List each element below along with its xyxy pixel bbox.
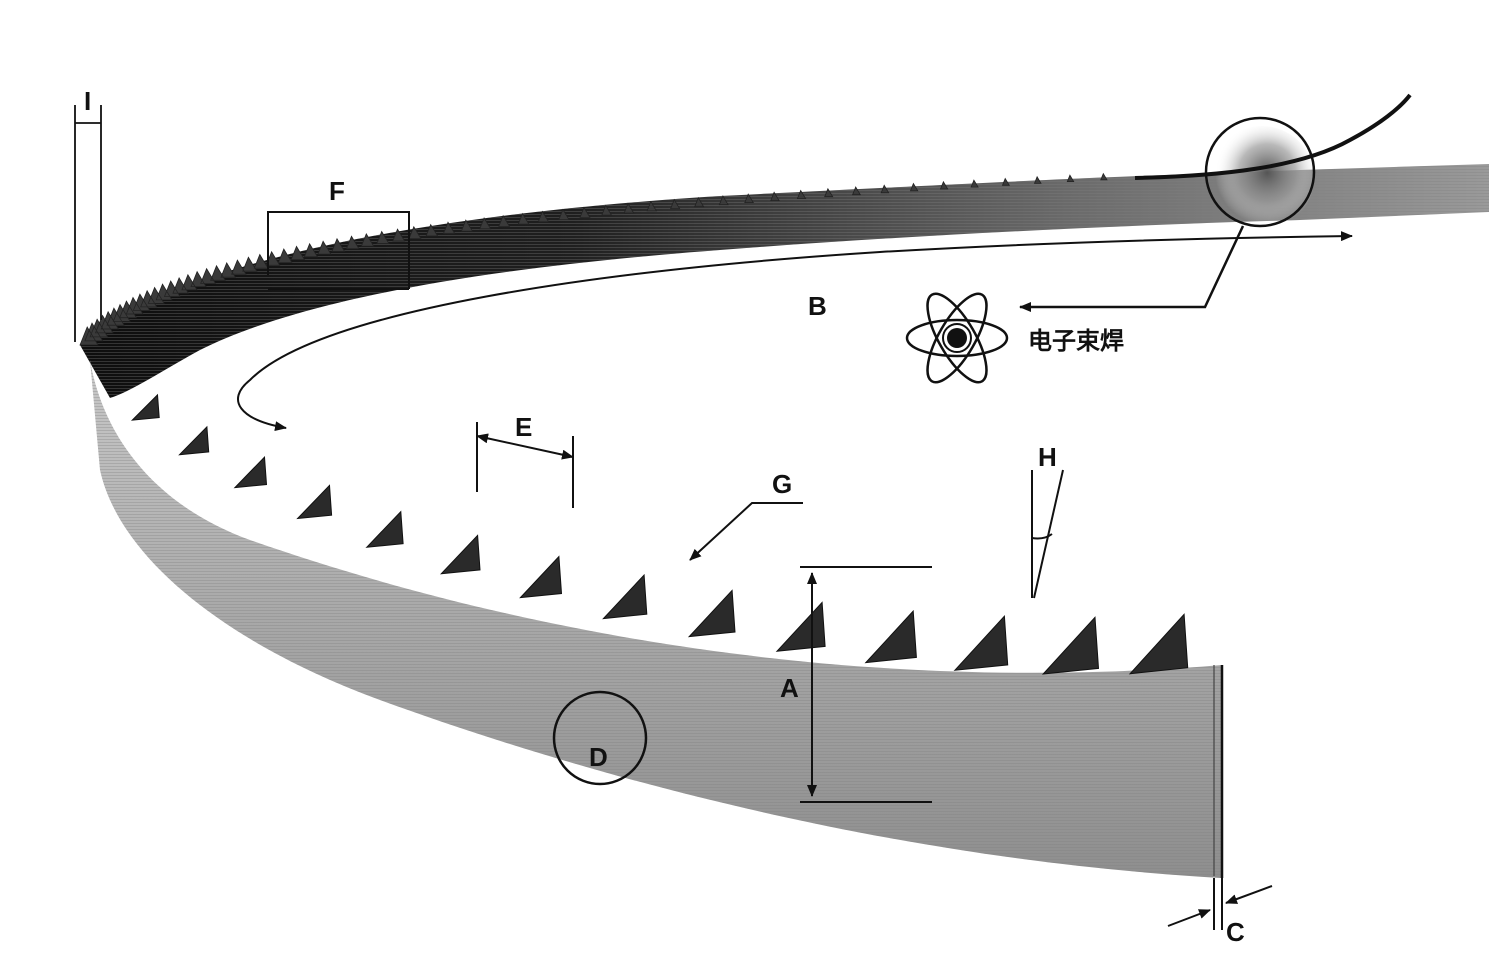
blade-front-band-hatch: [90, 360, 1222, 878]
label-I: I: [84, 86, 91, 116]
dimension-C: [1167, 878, 1273, 930]
dimension-E: [476, 422, 574, 508]
label-C: C: [1226, 917, 1245, 947]
pointer-G: [689, 502, 803, 561]
weld-pointer-arrow: [1019, 225, 1245, 312]
dimension-A: [800, 566, 932, 803]
label-H: H: [1038, 442, 1057, 472]
blade-back-inner-hatch: [80, 164, 1489, 398]
label-B: B: [808, 291, 827, 321]
welding-annotation: 电子束焊: [1028, 327, 1124, 355]
weld-circle: [1204, 116, 1316, 228]
front-teeth: [130, 393, 1189, 675]
dimension-H: [1031, 469, 1064, 599]
weld-glow: [1210, 126, 1314, 230]
marker-D-circle: [552, 690, 648, 786]
dimension-I: [74, 105, 102, 342]
label-E: E: [515, 412, 532, 442]
atom-icon: [905, 292, 1009, 384]
front-teeth-row: [130, 393, 1189, 675]
label-A: A: [780, 673, 799, 703]
weld-wire: [1134, 93, 1412, 180]
label-F: F: [329, 176, 345, 206]
dimension-B-arrow: [237, 231, 1353, 432]
dimension-F: [267, 211, 410, 290]
label-G: G: [772, 469, 792, 499]
label-D: D: [589, 742, 608, 772]
